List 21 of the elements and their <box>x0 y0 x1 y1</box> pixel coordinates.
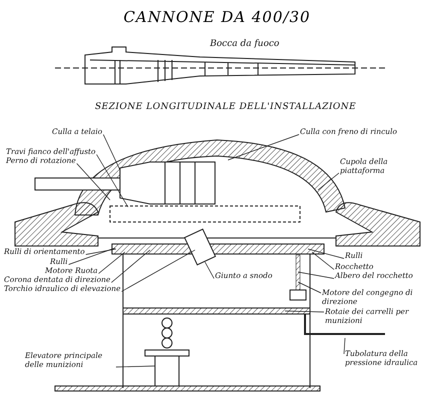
section-heading: SEZIONE LONGITUDINALE DELL'INSTALLAZIONE <box>95 103 356 112</box>
leader-line <box>98 252 126 274</box>
caption: Bocca da fuoco <box>210 40 280 48</box>
leader-line <box>68 248 116 265</box>
leader-line <box>344 338 346 354</box>
leader-line <box>312 252 334 270</box>
leader-line <box>204 262 214 279</box>
leader-line <box>116 366 156 368</box>
drawing-title: CANNONE DA 400/30 <box>122 8 312 26</box>
leader-line <box>85 248 116 255</box>
leader-line <box>284 310 324 312</box>
leader-line <box>308 248 344 259</box>
leader-line <box>298 272 334 279</box>
leader-line <box>111 250 150 283</box>
leader-line <box>298 282 322 294</box>
leader-line <box>76 163 110 200</box>
leader-line <box>318 172 340 190</box>
leader-line <box>96 154 128 208</box>
leader-line <box>121 250 196 292</box>
leader-line <box>228 134 300 160</box>
leader-line <box>102 134 120 170</box>
